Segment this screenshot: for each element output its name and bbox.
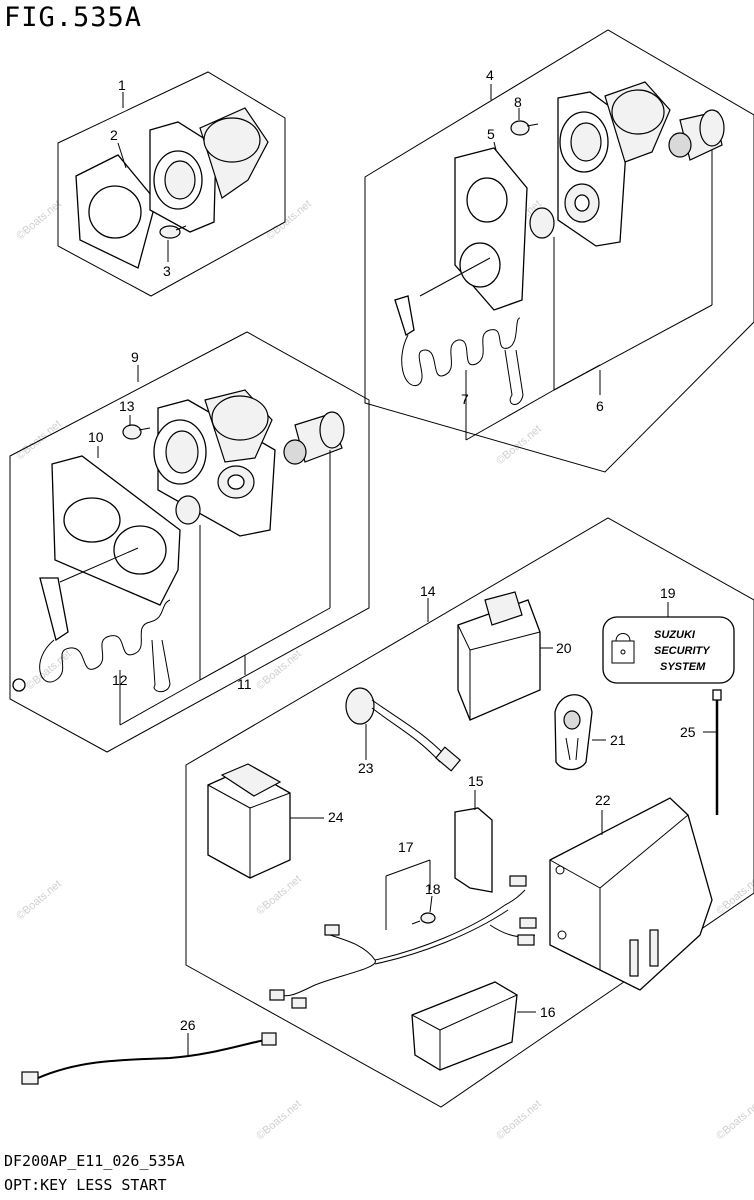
callout-12: 12 [112, 672, 128, 688]
part-17-harness [269, 859, 537, 1009]
callout-8: 8 [514, 94, 522, 110]
part-18-screw [411, 895, 436, 925]
part-5-bezel [454, 147, 528, 311]
watermark: ©Boats.net [494, 423, 544, 467]
watermark: ©Boats.net [264, 198, 314, 242]
part-23-antenna [345, 687, 462, 772]
part-13-screw [122, 424, 151, 440]
watermark: ©Boats.net [714, 873, 754, 917]
callout-19: 19 [660, 585, 676, 601]
callout-2: 2 [110, 127, 118, 143]
callout-21: 21 [610, 732, 626, 748]
watermark: ©Boats.net [14, 198, 64, 242]
part-knob [283, 411, 345, 465]
figure-title: FIG.535A [4, 2, 143, 33]
part-12-lanyard [12, 577, 171, 693]
callout-3: 3 [163, 263, 171, 279]
label-line3: SYSTEM [660, 661, 706, 673]
part-22-bracket [549, 797, 713, 991]
callout-9: 9 [131, 349, 139, 365]
seal-ring [529, 207, 555, 239]
callout-22: 22 [595, 792, 611, 808]
part-2-bezel [75, 154, 157, 269]
figure-subtitle: OPT:KEY LESS START [4, 1176, 167, 1194]
watermark: ©Boats.net [14, 418, 64, 462]
callout-13: 13 [119, 398, 135, 414]
part-26-cable [21, 1032, 277, 1085]
assembly-group-9: 9 13 10 11 12 [9, 331, 370, 753]
callout-17: 17 [398, 839, 414, 855]
part-20-ecu [457, 591, 553, 721]
part-24-relay [207, 763, 324, 879]
part-25-cable-tie [703, 689, 722, 815]
callout-25: 25 [680, 724, 696, 740]
callout-15: 15 [468, 773, 484, 789]
callout-7: 7 [461, 391, 469, 407]
watermark: ©Boats.net [254, 873, 304, 917]
assembly-group-4: 4 8 5 6 7 [364, 29, 754, 473]
watermark: ©Boats.net [254, 648, 304, 692]
label-line2: SECURITY [654, 645, 711, 657]
callout-16: 16 [540, 1004, 556, 1020]
part-19-security-label: SUZUKI SECURITY SYSTEM [602, 602, 735, 684]
callout-11: 11 [237, 676, 252, 692]
callout-10: 10 [88, 429, 104, 445]
watermark: ©Boats.net [14, 878, 64, 922]
callout-24: 24 [328, 809, 344, 825]
part-knob [668, 109, 725, 161]
callout-1: 1 [118, 77, 126, 93]
part-8-screw [510, 120, 539, 136]
watermark: ©Boats.net [714, 1098, 754, 1142]
part-10-bezel [51, 455, 181, 606]
watermark: ©Boats.net [494, 1098, 544, 1142]
part-3-screw [159, 225, 187, 239]
part-11-switch-assy [153, 389, 276, 537]
part-7-lanyard [394, 295, 524, 405]
callout-23: 23 [358, 760, 374, 776]
seal-ring [175, 495, 201, 525]
callout-26: 26 [180, 1017, 196, 1033]
part-6-switch-assy [557, 81, 671, 247]
drawing-code: DF200AP_E11_026_535A [4, 1152, 185, 1170]
callout-18: 18 [425, 881, 441, 897]
part-21-key-fob [554, 694, 606, 771]
assembly-group-1: 1 2 3 [57, 71, 286, 297]
label-brand: SUZUKI [654, 629, 696, 641]
callout-4: 4 [486, 67, 494, 83]
callout-5: 5 [487, 126, 495, 142]
watermark: ©Boats.net [24, 648, 74, 692]
part-15-card [454, 790, 493, 893]
assembly-group-14: 20 SUZUKI SECURITY SYSTEM 19 21 [185, 517, 754, 1108]
watermark: ©Boats.net [254, 1098, 304, 1142]
part-1-switch [149, 107, 269, 233]
callout-20: 20 [556, 640, 572, 656]
callout-14: 14 [420, 583, 436, 599]
part-16-case [411, 981, 536, 1071]
callout-6: 6 [596, 398, 604, 414]
